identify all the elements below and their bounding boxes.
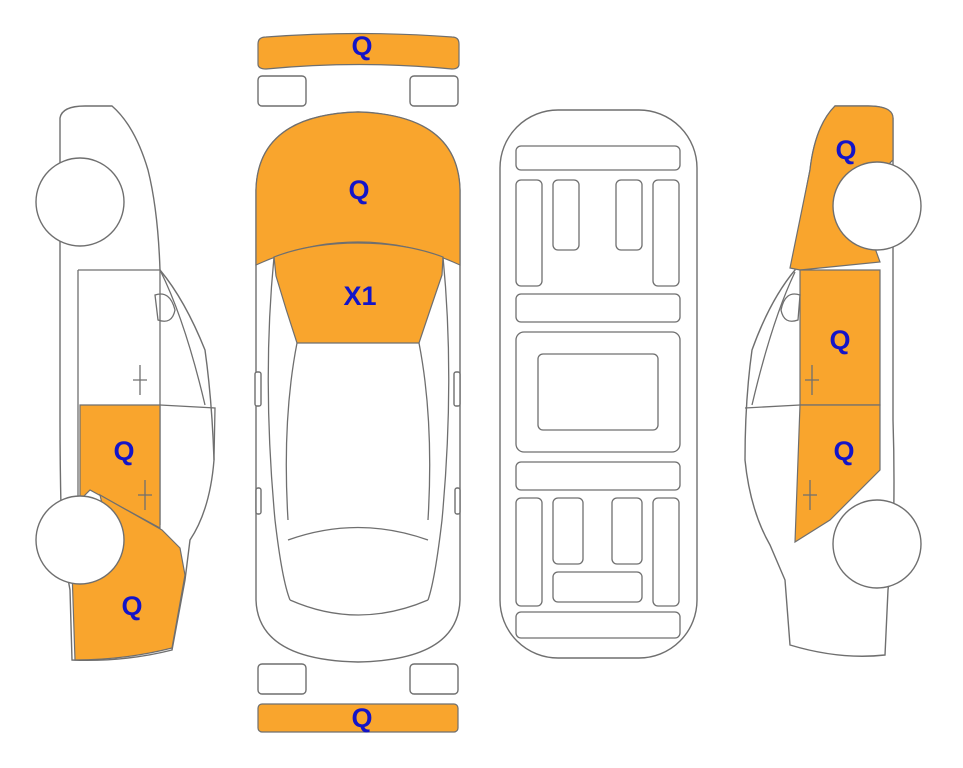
cabin-left-edge	[267, 256, 291, 601]
left-front-handle	[133, 365, 147, 395]
underside-view	[499, 109, 698, 659]
front-bumper-panel[interactable]	[257, 32, 460, 70]
left-front-wheel	[35, 157, 125, 247]
right-rear-door-panel[interactable]	[794, 404, 881, 544]
left-rear-door-code: Q	[113, 436, 134, 466]
underside-center-panel	[537, 353, 659, 431]
right-front-wheel	[832, 161, 922, 251]
underside-front-right-rail	[652, 179, 680, 287]
front-bumper-code: Q	[351, 31, 372, 61]
left-mirror	[254, 371, 262, 407]
cabin-right-edge	[427, 256, 450, 601]
left-handle	[255, 487, 262, 515]
hood-panel[interactable]	[255, 111, 461, 266]
underside-front-mid-right	[615, 179, 643, 251]
right-mirror	[780, 293, 801, 322]
right-front-handle	[805, 365, 819, 395]
rear-right-light	[409, 663, 459, 695]
front-left-light	[257, 75, 307, 107]
left-window-line	[159, 404, 216, 461]
right-front-door-code: Q	[829, 325, 850, 355]
right-handle	[454, 487, 461, 515]
underside-front-bar	[515, 145, 681, 171]
right-rear-door-code: Q	[833, 436, 854, 466]
front-view-group: Q	[257, 31, 460, 107]
right-side-view: Q Q Q	[744, 105, 922, 657]
right-windshield-line	[751, 271, 796, 406]
underside-rear-bar	[515, 611, 681, 639]
rear-view-group: Q	[257, 663, 459, 733]
rear-bumper-panel[interactable]	[257, 703, 459, 733]
left-rear-quarter-code: Q	[121, 591, 142, 621]
right-rear-handle	[803, 480, 817, 510]
underside-cross-bar-1	[515, 293, 681, 323]
front-right-light	[409, 75, 459, 107]
underside-rear-center	[552, 571, 643, 603]
underside-cross-bar-2	[515, 461, 681, 491]
windshield-panel[interactable]	[273, 242, 444, 344]
underside-rear-mid-right	[611, 497, 643, 565]
windshield-code: X1	[343, 281, 376, 311]
right-window-line	[744, 404, 801, 409]
underside-rear-mid-left	[552, 497, 584, 565]
underside-front-mid-left	[552, 179, 580, 251]
trunk-line	[289, 599, 429, 616]
left-rear-handle	[138, 480, 152, 510]
left-windshield-line	[159, 269, 206, 406]
hood-code: Q	[348, 175, 369, 205]
underside-rear-left-rail	[515, 497, 543, 607]
right-mirror	[453, 371, 461, 407]
rear-bumper-code: Q	[351, 703, 372, 733]
left-mirror	[154, 293, 176, 322]
underside-front-left-rail	[515, 179, 543, 287]
cabin-left-inner	[285, 342, 298, 521]
rear-window-line	[287, 526, 429, 541]
underside-rear-right-rail	[652, 497, 680, 607]
left-rear-wheel	[35, 495, 125, 585]
right-front-fender-code: Q	[835, 135, 856, 165]
top-view-car: Q X1	[254, 111, 461, 663]
cabin-right-inner	[418, 342, 431, 521]
rear-left-light	[257, 663, 307, 695]
right-rear-wheel	[832, 499, 922, 589]
left-side-view: Q Q	[35, 105, 216, 661]
